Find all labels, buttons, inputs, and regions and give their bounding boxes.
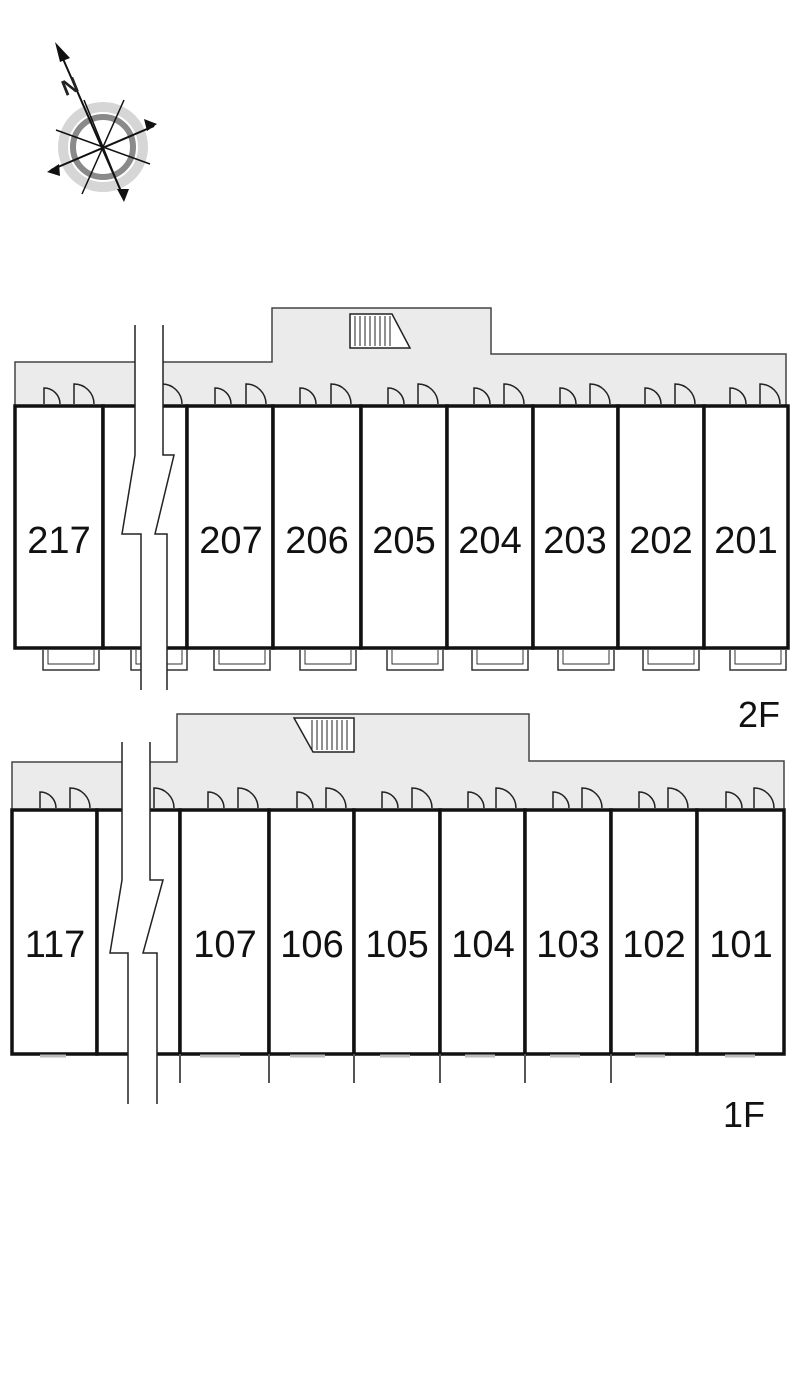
room-number: 107: [193, 924, 256, 966]
room-number: 106: [280, 924, 343, 966]
room-labels-2f: 217 207 206 205 204 203 202 201: [27, 520, 777, 562]
unit-203: [531, 404, 620, 650]
corridor-1f: [11, 713, 785, 811]
floor-1f: 117 107 106 105 104 103 102 101 1F: [10, 713, 786, 1135]
room-number: 104: [451, 924, 514, 966]
corridor-2f: [14, 307, 787, 407]
fences-1f: [40, 1054, 755, 1083]
room-number: 205: [372, 520, 435, 562]
compass-rose-icon: [47, 42, 157, 202]
floor-2f: 217 207 206 205 204 203 202 201 2F: [13, 307, 790, 735]
units-1f: [10, 808, 786, 1056]
room-number: 207: [199, 520, 262, 562]
unit-103: [523, 808, 613, 1056]
compass-north-label: N: [58, 72, 82, 101]
room-number: 202: [629, 520, 692, 562]
unit-101: [695, 808, 786, 1056]
unit-106: [267, 808, 356, 1056]
room-number: 101: [709, 924, 772, 966]
unit-202: [616, 404, 706, 650]
break-symbol-2f: [121, 325, 175, 690]
compass: N: [47, 42, 157, 202]
room-number: 203: [543, 520, 606, 562]
unit-104: [438, 808, 527, 1056]
room-number: 204: [458, 520, 521, 562]
unit-204: [445, 404, 535, 650]
unit-105: [352, 808, 442, 1056]
room-number: 105: [365, 924, 428, 966]
room-number: 201: [714, 520, 777, 562]
room-number: 103: [536, 924, 599, 966]
unit-201: [702, 404, 790, 650]
doors-2f: [43, 383, 781, 405]
doors-1f: [39, 787, 775, 809]
floor-label-2f: 2F: [738, 694, 780, 735]
room-number: 217: [27, 520, 90, 562]
units-2f: [13, 404, 790, 650]
room-labels-1f: 117 107 106 105 104 103 102 101: [25, 924, 773, 966]
floor-label-1f: 1F: [723, 1094, 765, 1135]
staircase-1f: [292, 717, 355, 753]
room-number: 206: [285, 520, 348, 562]
balconies-2f: [42, 650, 787, 671]
staircase-2f: [349, 313, 412, 349]
unit-102: [609, 808, 699, 1056]
room-number: 117: [25, 924, 86, 966]
room-number: 102: [622, 924, 685, 966]
break-symbol-1f: [109, 742, 164, 1104]
